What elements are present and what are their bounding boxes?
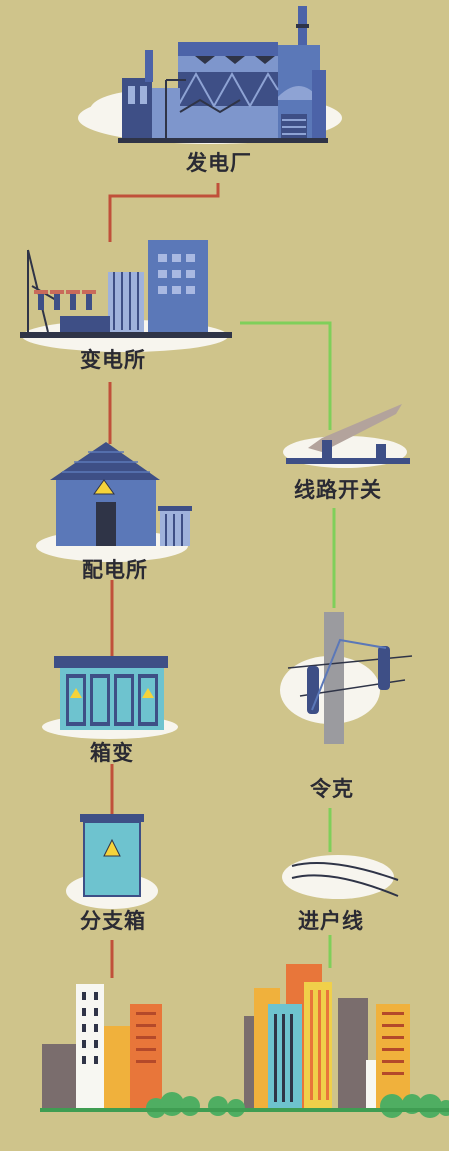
- substation-icon: [20, 240, 232, 352]
- line-switch-label: 线路开关: [294, 478, 382, 502]
- utility-pole-icon: [280, 612, 413, 744]
- power-plant-label: 发电厂: [186, 151, 252, 175]
- box-transformer-label: 箱变: [90, 741, 134, 765]
- branch-box-icon: [66, 814, 158, 909]
- wires-icon: [282, 855, 399, 899]
- right-connector-path: [240, 321, 336, 968]
- substation-label: 变电所: [80, 348, 146, 372]
- distribution-house-icon: [36, 442, 192, 562]
- factory-icon: [78, 6, 342, 144]
- line-switch-icon: [283, 404, 410, 468]
- box-transformer-icon: [42, 656, 178, 739]
- distribution-station-label: 配电所: [82, 558, 148, 582]
- drop-fuse-label: 令克: [310, 777, 354, 801]
- city-skyline-icon: [0, 964, 449, 1151]
- branch-box-label: 分支箱: [80, 909, 146, 933]
- left-connector-path: [108, 183, 220, 978]
- service-line-label: 进户线: [298, 909, 364, 933]
